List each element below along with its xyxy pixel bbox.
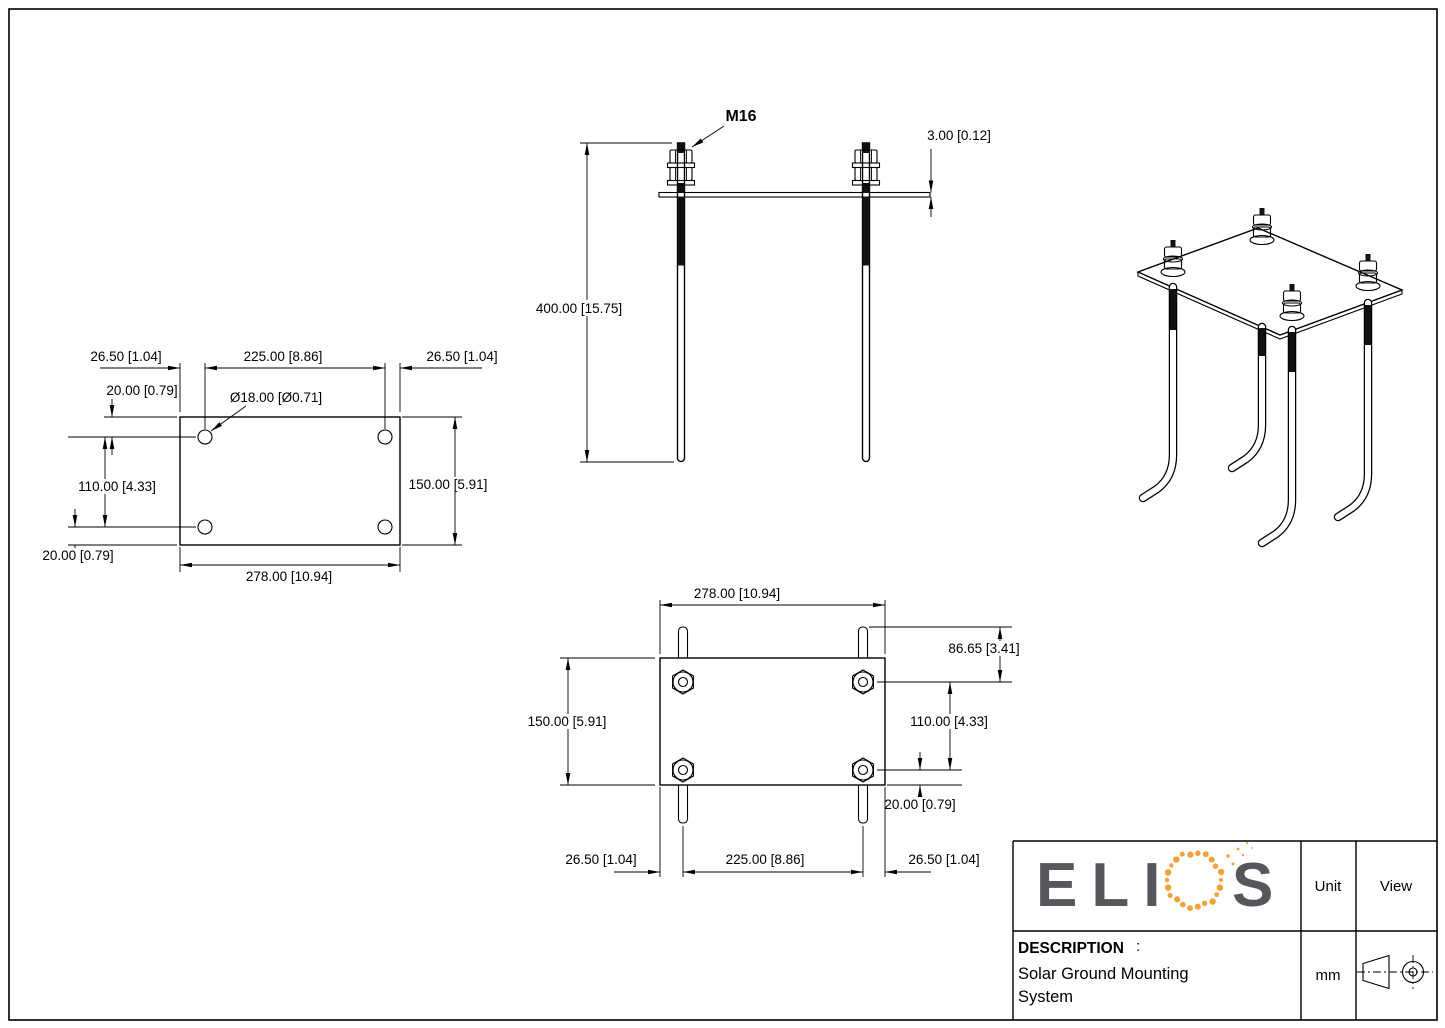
logo-dot — [1218, 877, 1224, 883]
logo-dot — [1164, 877, 1170, 883]
top-view-dimension-lines — [68, 363, 482, 572]
bolt-holes — [197, 429, 393, 535]
front-view-dimension-texts: 400.00 [15.75] M16 3.00 [0.12] — [536, 108, 991, 316]
logo-dot — [1167, 892, 1173, 898]
logo-dot — [1164, 884, 1172, 891]
iso-nut-stack-1 — [1160, 240, 1186, 278]
j-bolt-2 — [1227, 322, 1267, 473]
dim-plate-top-left-margin: 26.50 [1.04] — [90, 349, 161, 364]
bolt-heads — [672, 669, 874, 783]
dim-plate-top-hole-span: 225.00 [8.86] — [244, 349, 323, 364]
logo-dot — [1201, 900, 1208, 906]
dim-plate-top-edge-offset: 20.00 [0.79] — [106, 383, 177, 398]
logo-dot — [1226, 854, 1230, 858]
unit-header: Unit — [1315, 878, 1343, 895]
dim-plate-top-hole-vspan: 110.00 [4.33] — [78, 479, 156, 494]
nut-stack-right — [851, 149, 881, 186]
label-thread-size: M16 — [725, 108, 756, 125]
base-plate-iso-thickness — [1137, 272, 1403, 340]
isometric-view — [1136, 208, 1404, 548]
plate-outline-bottom — [659, 657, 886, 786]
logo-dot — [1194, 903, 1201, 910]
view-header: View — [1380, 878, 1412, 895]
top-plate-view: 26.50 [1.04] 225.00 [8.86] 26.50 [1.04] … — [42, 349, 497, 584]
dim-hook-extension: 86.65 [3.41] — [948, 641, 1019, 656]
logo-dot — [1236, 847, 1240, 851]
logo-dot — [1187, 851, 1194, 858]
dim-plate-bottom-left-margin: 26.50 [1.04] — [565, 852, 636, 867]
top-view-dimension-texts: 26.50 [1.04] 225.00 [8.86] 26.50 [1.04] … — [42, 349, 497, 584]
j-bolt-1 — [1138, 282, 1178, 503]
dim-plate-bottom-right-margin: 26.50 [1.04] — [908, 852, 979, 867]
dim-plate-bottom-hole-span: 225.00 [8.86] — [726, 852, 805, 867]
unit-value: mm — [1316, 967, 1341, 984]
logo-dot — [1174, 896, 1181, 903]
logo-dot — [1212, 863, 1219, 869]
dim-plate-bottom-hole-vspan: 110.00 [4.33] — [910, 714, 988, 729]
iso-nut-stack-2 — [1249, 208, 1275, 246]
logo-dot — [1164, 869, 1172, 876]
logo-dot — [1218, 868, 1225, 876]
title-block: ELI S Unit View DESCRIPTION : Solar Grou… — [1012, 840, 1437, 1020]
j-bolt-4 — [1333, 298, 1373, 522]
dim-plate-bottom-height: 150.00 [5.91] — [528, 714, 607, 729]
logo-text-s: S — [1232, 851, 1287, 920]
logo-dot — [1173, 856, 1180, 863]
logo-dot — [1216, 884, 1224, 891]
logo-dot — [1179, 901, 1186, 908]
description-label: DESCRIPTION — [1018, 940, 1124, 957]
description-line2: System — [1018, 988, 1073, 1006]
dim-plate-bottom-edge-offset: 20.00 [0.79] — [884, 797, 955, 812]
dim-plate-top-height: 150.00 [5.91] — [409, 477, 488, 492]
logo-dot — [1202, 851, 1209, 858]
iso-nut-stack-4 — [1355, 254, 1381, 292]
description-line1: Solar Ground Mounting — [1018, 965, 1189, 983]
anchor-bolt-right — [851, 142, 881, 463]
logo-dot — [1245, 841, 1249, 845]
third-angle-projection-icon — [1357, 954, 1433, 990]
nut-stack-left — [666, 149, 696, 186]
logo-dot — [1231, 862, 1235, 866]
logo-dot — [1209, 898, 1216, 905]
front-view: 400.00 [15.75] M16 3.00 [0.12] — [536, 108, 991, 463]
plate-outline — [179, 416, 401, 546]
anchor-bolt-left — [666, 142, 696, 463]
logo-dot — [1169, 863, 1174, 868]
dim-plate-top-bottom-offset: 20.00 [0.79] — [42, 548, 113, 563]
j-bolt-3 — [1257, 325, 1297, 548]
dim-plate-top-right-margin: 26.50 [1.04] — [426, 349, 497, 364]
dim-plate-bottom-width: 278.00 [10.94] — [694, 586, 780, 601]
dim-plate-top-width: 278.00 [10.94] — [246, 569, 332, 584]
dim-hole-diameter: Ø18.00 [Ø0.71] — [230, 390, 322, 405]
front-view-dimension-lines — [580, 125, 934, 463]
logo-dotted-o-icon — [1164, 841, 1253, 912]
elios-logo: ELI S — [1036, 841, 1287, 920]
logo-dot — [1241, 853, 1245, 857]
logo-dot — [1208, 856, 1215, 863]
logo-dot — [1251, 847, 1253, 849]
bottom-view-dimension-texts: 278.00 [10.94] 86.65 [3.41] 110.00 [4.33… — [528, 586, 1020, 867]
description-colon: : — [1136, 938, 1140, 955]
logo-dot — [1187, 905, 1193, 912]
sheet-border — [8, 8, 1438, 1021]
bottom-plate-view: 278.00 [10.94] 86.65 [3.41] 110.00 [4.33… — [528, 586, 1020, 877]
dim-plate-thickness: 3.00 [0.12] — [927, 128, 991, 143]
logo-dot — [1214, 892, 1220, 898]
dim-bolt-length: 400.00 [15.75] — [536, 301, 622, 316]
iso-nut-stack-3 — [1279, 284, 1305, 322]
base-plate-edge — [658, 191, 931, 198]
logo-text-eli: ELI — [1036, 851, 1174, 920]
logo-dot — [1179, 851, 1185, 857]
logo-dot — [1195, 850, 1201, 857]
